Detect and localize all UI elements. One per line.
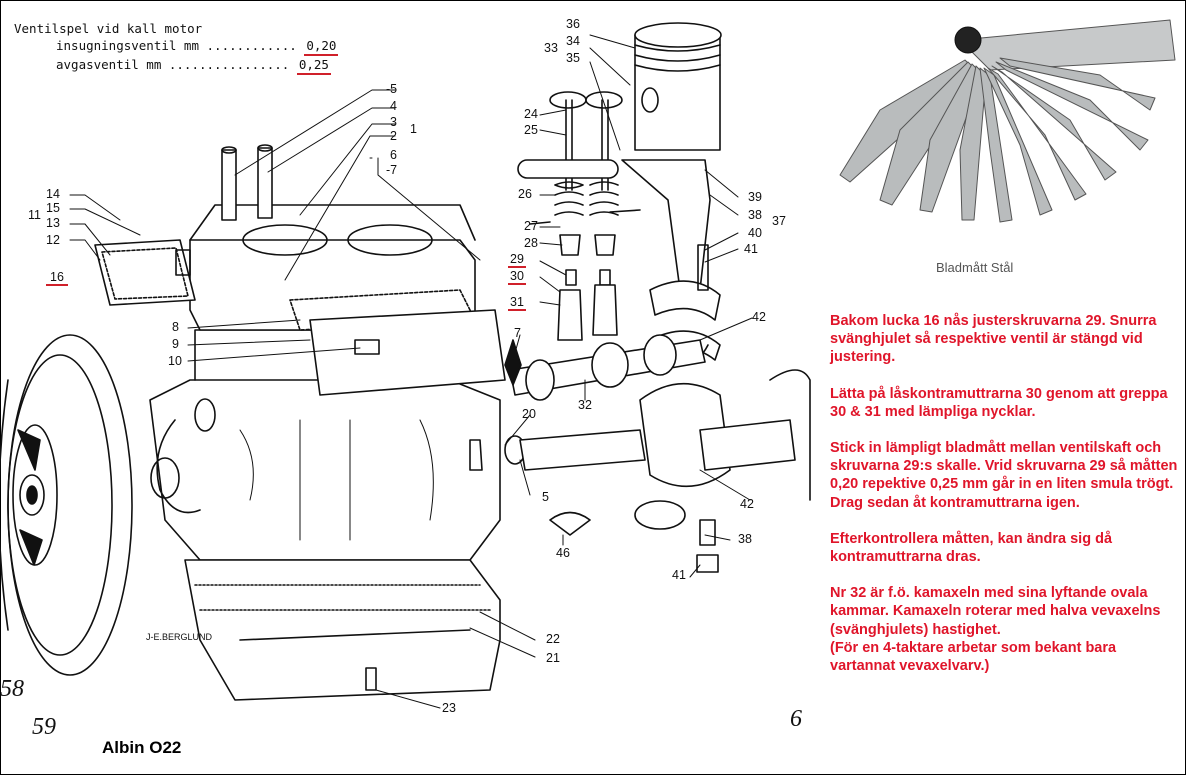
label-5: -5 bbox=[386, 82, 398, 96]
label-32: 32 bbox=[578, 398, 592, 412]
label-40: 40 bbox=[748, 226, 762, 240]
page-number-58: 58 bbox=[0, 676, 24, 702]
label-21: 21 bbox=[546, 651, 560, 665]
label-6: 6 bbox=[390, 148, 397, 162]
label-20: 20 bbox=[522, 407, 536, 421]
label-12: 12 bbox=[46, 233, 60, 247]
label-38-bottom: 38 bbox=[738, 532, 752, 546]
label-42-top: 42 bbox=[752, 310, 766, 324]
instruction-2: Lätta på låskontramuttrarna 30 genom att… bbox=[830, 385, 1168, 420]
label-25: 25 bbox=[524, 123, 538, 137]
label-29: 29 bbox=[508, 252, 526, 268]
camshaft bbox=[504, 334, 706, 401]
label-3: 3 bbox=[390, 115, 397, 129]
label-13: 13 bbox=[46, 216, 60, 230]
label-23: 23 bbox=[442, 701, 456, 715]
label-7b: 7 bbox=[514, 326, 521, 340]
label-8: 8 bbox=[172, 320, 179, 334]
label-5b: 5 bbox=[542, 490, 549, 504]
side-cover bbox=[289, 289, 506, 396]
label-10: 10 bbox=[168, 354, 182, 368]
label-31: 31 bbox=[508, 295, 526, 311]
instruction-3: Stick in lämpligt bladmått mellan ventil… bbox=[830, 440, 1178, 511]
label-9: 9 bbox=[172, 337, 179, 351]
spec-exhaust-label: avgasventil mm ................ bbox=[56, 57, 290, 72]
engine-model-label: Albin O22 bbox=[102, 738, 182, 757]
label-41-top: 41 bbox=[744, 242, 758, 256]
instruction-1: Bakom lucka 16 nås justerskruvarna 29. S… bbox=[830, 313, 1157, 366]
spec-intake-label: insugningsventil mm ............ bbox=[56, 38, 297, 53]
flywheel bbox=[0, 334, 133, 676]
oil-pan bbox=[184, 559, 501, 701]
label-1: 1 bbox=[410, 122, 417, 136]
label-7: -7 bbox=[386, 163, 398, 177]
label-36: 36 bbox=[566, 17, 580, 31]
label-16: 16 bbox=[46, 270, 68, 286]
instruction-5: Nr 32 är f.ö. kamaxeln med sina lyftande… bbox=[830, 585, 1161, 675]
label-14: 14 bbox=[46, 187, 60, 201]
label-26: 26 bbox=[518, 187, 532, 201]
label-2: 2 bbox=[390, 129, 397, 143]
label-24: 24 bbox=[524, 107, 538, 121]
maker-stamp: J-E.BERGLUND bbox=[146, 632, 213, 642]
crankshaft bbox=[519, 369, 811, 573]
page-number-6: 6 bbox=[790, 706, 802, 732]
label-38-top: 38 bbox=[748, 208, 762, 222]
valve-train bbox=[517, 91, 641, 341]
label-28: 28 bbox=[524, 236, 538, 250]
label-42-bottom: 42 bbox=[740, 497, 754, 511]
label-22: 22 bbox=[546, 632, 560, 646]
leader-lines bbox=[69, 34, 753, 709]
label-27: 27 bbox=[524, 219, 538, 233]
spec-exhaust-row: avgasventil mm ................ 0,25 bbox=[14, 56, 338, 75]
spec-exhaust-value: 0,25 bbox=[296, 56, 331, 75]
label-35: 35 bbox=[566, 51, 580, 65]
label-37: 37 bbox=[772, 214, 786, 228]
gauge-caption: Bladmått Stål bbox=[936, 260, 1014, 275]
valve-clearance-spec: Ventilspel vid kall motor insugningsvent… bbox=[14, 20, 339, 75]
piston-conrod bbox=[621, 22, 722, 364]
page-number-59: 59 bbox=[32, 714, 56, 740]
label-33: 33 bbox=[544, 41, 558, 55]
label-11: 11 bbox=[28, 208, 41, 222]
label-34: 34 bbox=[566, 34, 580, 48]
label-39: 39 bbox=[748, 190, 762, 204]
spec-title: Ventilspel vid kall motor bbox=[14, 21, 203, 36]
label-30: 30 bbox=[508, 269, 526, 285]
head-studs bbox=[221, 144, 273, 221]
label-46: 46 bbox=[556, 546, 570, 560]
spec-intake-row: insugningsventil mm ............ 0,20 bbox=[14, 37, 339, 56]
feeler-gauge-illustration bbox=[839, 19, 1176, 223]
label-15: 15 bbox=[46, 201, 60, 215]
spec-intake-value: 0,20 bbox=[304, 37, 339, 56]
label-41-bottom: 41 bbox=[672, 568, 686, 582]
instruction-4: Efterkontrollera måtten, kan ändra sig d… bbox=[830, 530, 1113, 566]
tappet-cover-16 bbox=[94, 239, 196, 306]
adjustment-instructions: Bakom lucka 16 nås justerskruvarna 29. S… bbox=[830, 312, 1180, 693]
label-4: 4 bbox=[390, 99, 397, 113]
